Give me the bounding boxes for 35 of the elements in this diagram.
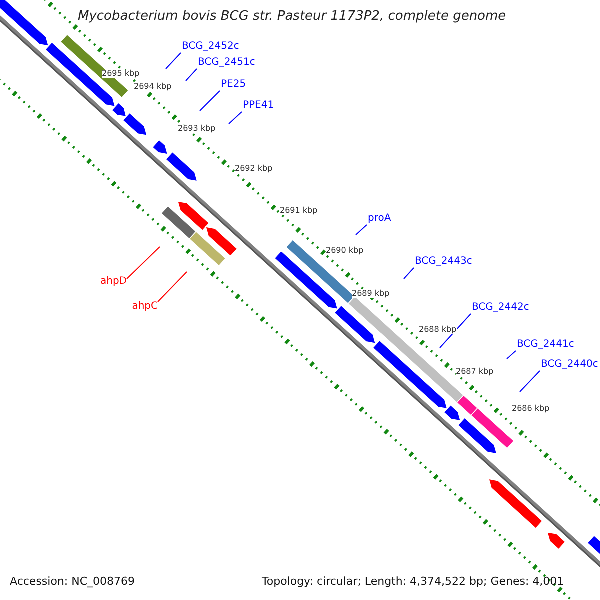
leader-line: [440, 314, 472, 348]
leader-line: [158, 272, 188, 302]
scale-label: 2689 kbp: [352, 290, 390, 298]
gene-label: ahpD: [100, 277, 127, 287]
gene-label: BCG_2442c: [472, 303, 530, 313]
gene-label: PE25: [221, 80, 246, 90]
leader-line: [200, 90, 220, 112]
scale-label: 2687 kbp: [456, 368, 494, 376]
scale-label: 2695 kbp: [102, 70, 140, 78]
scale-label: 2693 kbp: [178, 125, 216, 133]
gene-label: PPE41: [243, 101, 274, 111]
scale-label: 2686 kbp: [512, 405, 550, 413]
leader-line: [126, 246, 160, 280]
scale-label: 2691 kbp: [280, 207, 318, 215]
scale-label: 2694 kbp: [134, 83, 172, 91]
leader-line: [166, 52, 182, 70]
leader-line: [506, 350, 516, 360]
gene-label: BCG_2443c: [415, 257, 472, 267]
leader-line: [404, 268, 414, 280]
leader-line: [356, 224, 368, 236]
map-title: Mycobacterium bovis BCG str. Pasteur 1173P2, complete genome: [78, 10, 506, 23]
gene-label: proA: [368, 214, 392, 224]
footer-text: Topology: circular; Length: 4,374,522 bp; Genes: 4,001: [262, 576, 564, 587]
scale-label: 2692 kbp: [235, 165, 273, 173]
gene-label: BCG_2440c: [541, 360, 598, 370]
gene-label: BCG_2451c: [198, 58, 256, 68]
gene-label: ahpC: [132, 302, 158, 312]
leader-line: [228, 112, 242, 124]
leader-line: [186, 68, 198, 82]
gene-label: BCG_2452c: [182, 42, 240, 52]
footer-text: Accession: NC_008769: [10, 576, 136, 587]
scale-label: 2688 kbp: [419, 326, 457, 334]
gene-label: BCG_2441c: [517, 340, 574, 350]
leader-line: [520, 370, 540, 392]
scale-label: 2690 kbp: [326, 247, 364, 255]
